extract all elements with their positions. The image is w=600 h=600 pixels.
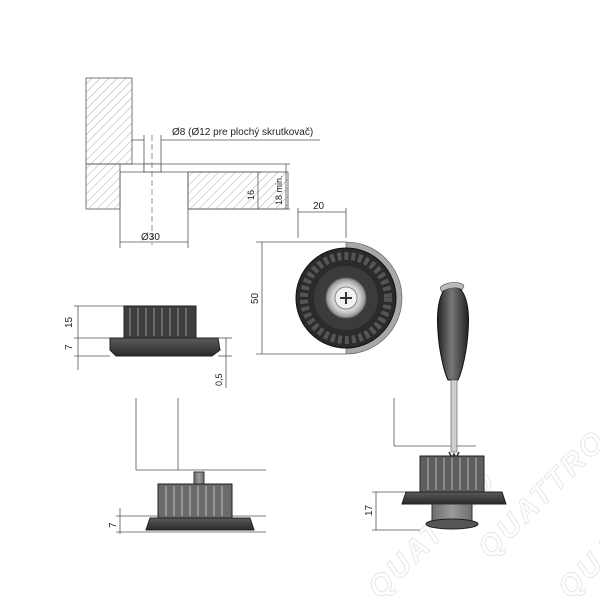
dim-16: 16 xyxy=(246,190,256,200)
dim-17: 17 xyxy=(364,504,375,516)
dim-18min: 18 min. xyxy=(274,175,284,205)
screwdriver xyxy=(437,282,469,460)
top-view xyxy=(256,208,403,355)
installation-section xyxy=(85,77,320,248)
watermark: QUATTRO QUATTRO QUATTRO xyxy=(361,423,600,600)
dim-20: 20 xyxy=(313,201,325,212)
dim-7-bottom: 7 xyxy=(108,522,119,528)
adjustment-view xyxy=(372,282,507,531)
dim-0-5: 0,5 xyxy=(214,373,224,386)
drill-callout: Ø8 (Ø12 pre plochý skrutkovač) xyxy=(172,127,313,138)
dim-15: 15 xyxy=(64,316,75,328)
dim-hole-diameter: Ø30 xyxy=(141,232,160,243)
dim-50: 50 xyxy=(250,292,261,304)
dim-7-side: 7 xyxy=(64,344,75,350)
side-view xyxy=(74,305,232,388)
installed-view xyxy=(116,398,266,534)
